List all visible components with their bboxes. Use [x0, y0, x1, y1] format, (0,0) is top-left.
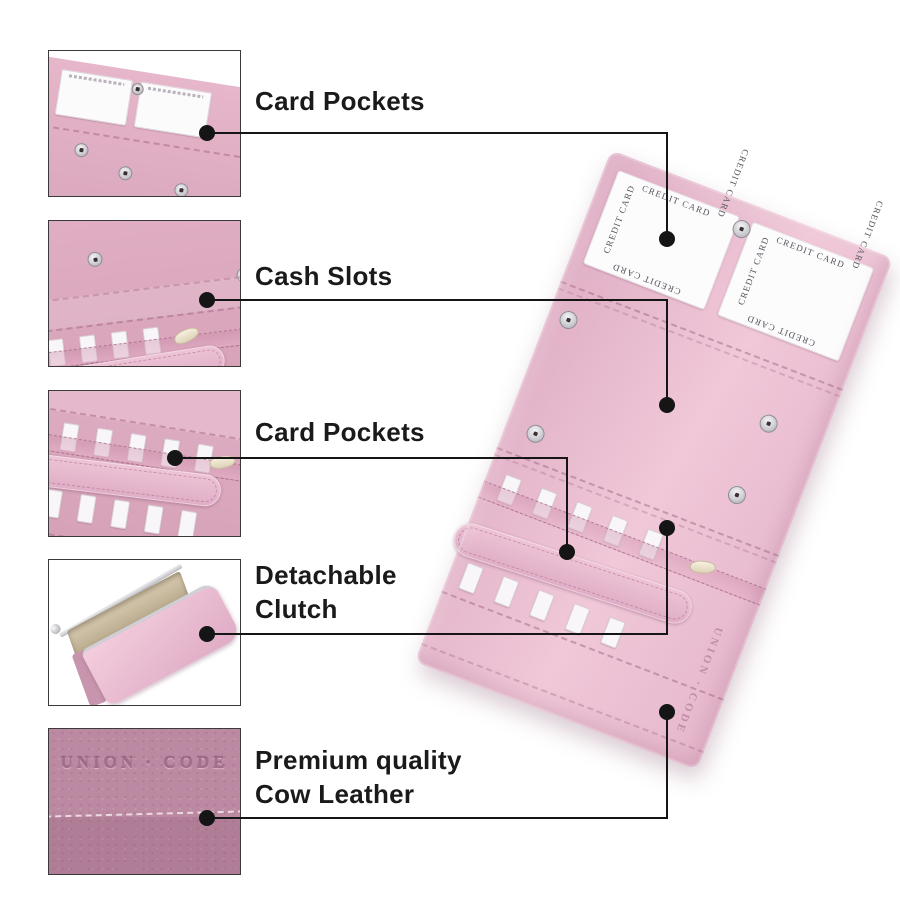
- snap-button: [117, 165, 134, 182]
- snap-button: [725, 483, 749, 507]
- thumb4-clutch: [49, 560, 240, 705]
- snap-button: [556, 308, 581, 332]
- cash-slot-band: [49, 271, 240, 333]
- thumbnail-leather-closeup: UNION · CODE: [48, 728, 241, 875]
- label-premium-cow-leather: Premium quality Cow Leather: [255, 743, 462, 811]
- label-line: Card Pockets: [255, 417, 425, 447]
- snap-button: [757, 412, 781, 436]
- label-card-pockets-top: Card Pockets: [255, 84, 425, 118]
- credit-card-text: CREDIT CARD: [775, 234, 847, 271]
- mini-credit-card: [54, 69, 134, 126]
- main-wallet-photo: CREDIT CARD CREDIT CARD CREDIT CARD CRED…: [414, 148, 894, 770]
- card-slot-tab: [458, 562, 484, 595]
- credit-card-text: CREDIT CARD: [850, 199, 886, 272]
- credit-card-text: CREDIT CARD: [601, 183, 637, 255]
- credit-card-text: CREDIT CARD: [715, 147, 752, 220]
- card-slot-tab: [564, 602, 591, 636]
- label-line: Card Pockets: [255, 86, 425, 116]
- card-slot-tab: [528, 589, 555, 622]
- credit-card-left: CREDIT CARD CREDIT CARD CREDIT CARD CRED…: [582, 148, 751, 310]
- mini-credit-card: [133, 81, 213, 139]
- card-slot-tab: [49, 488, 64, 519]
- card-slot-tab: [599, 616, 626, 649]
- thumbnail-detachable-clutch: [48, 559, 241, 706]
- label-line: Cash Slots: [255, 261, 393, 291]
- card-slot-tab: [143, 504, 164, 535]
- card-slot-tab: [493, 575, 520, 608]
- stitch-seam: [421, 643, 704, 754]
- credit-card-text: CREDIT CARD: [610, 261, 683, 297]
- snap-button: [86, 250, 104, 268]
- label-card-pockets-middle: Card Pockets: [255, 415, 425, 449]
- thumb5-leather-texture: UNION · CODE: [49, 729, 240, 874]
- label-line: Cow Leather: [255, 779, 415, 809]
- thumb3-card-slot-closeup: [49, 391, 240, 536]
- credit-card-text: CREDIT CARD: [640, 183, 713, 219]
- card-slot-tab: [76, 493, 97, 524]
- label-detachable-clutch: Detachable Clutch: [255, 558, 397, 626]
- credit-card-text: CREDIT CARD: [735, 234, 772, 307]
- credit-card-right: CREDIT CARD CREDIT CARD CREDIT CARD CRED…: [717, 199, 885, 362]
- embossed-brand-text: UNION · CODE: [673, 625, 726, 736]
- thumbnail-card-pockets-top: [48, 50, 241, 197]
- card-slot-tab: [110, 499, 131, 530]
- label-line: Detachable: [255, 560, 397, 590]
- leather-fold-shadow: [49, 817, 240, 874]
- snap-button: [523, 422, 548, 446]
- thumb2-cash-slot-closeup: [49, 221, 240, 366]
- credit-card-text: CREDIT CARD: [744, 313, 817, 349]
- label-cash-slots: Cash Slots: [255, 259, 392, 293]
- label-line: Premium quality: [255, 745, 462, 775]
- thumbnail-card-pockets-middle: [48, 390, 241, 537]
- thumbnail-cash-slots: [48, 220, 241, 367]
- thumb1-wallet-flap: [49, 54, 240, 196]
- embossed-brand-text: UNION · CODE: [60, 753, 229, 772]
- snap-button: [173, 182, 190, 196]
- snap-button: [73, 142, 90, 159]
- wallet-top-flap: CREDIT CARD CREDIT CARD CREDIT CARD CRED…: [557, 148, 893, 398]
- label-line: Clutch: [255, 594, 338, 624]
- card-slot-tab: [177, 509, 198, 536]
